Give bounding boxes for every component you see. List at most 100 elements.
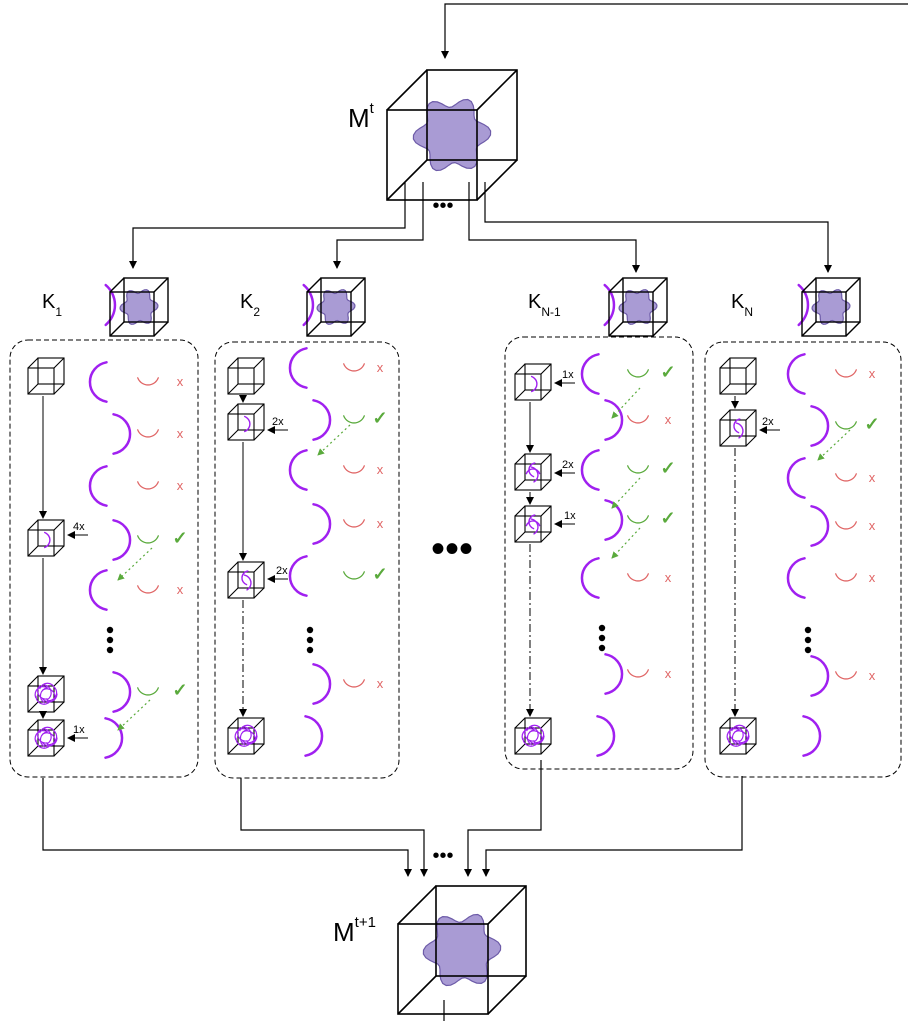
cube-edge <box>350 321 366 337</box>
arc-kernel-icon <box>137 481 159 490</box>
cube-front-face <box>801 291 847 337</box>
cube-edge <box>514 453 526 465</box>
arc-kernel-icon <box>525 520 541 527</box>
mult-label: 1x <box>564 510 576 522</box>
cube-edge <box>397 885 437 925</box>
ellipsis-dot <box>306 636 314 644</box>
cube-edge <box>27 701 39 713</box>
mult-label: 2x <box>272 416 284 428</box>
arc-kernel-icon <box>35 739 51 749</box>
kernel-sub: 1 <box>55 305 62 319</box>
arc-kernel-icon <box>596 715 616 757</box>
arc-kernel-icon <box>727 737 743 747</box>
cube-edge <box>227 429 239 441</box>
cube-icon <box>719 357 757 395</box>
ellipsis-dot <box>804 626 812 634</box>
cube-icon <box>306 277 366 337</box>
arc-kernel-icon <box>580 449 600 491</box>
ellipsis-dot <box>106 646 114 654</box>
cube-edge <box>386 69 428 111</box>
cube-edge <box>253 429 265 441</box>
arc-kernel-icon <box>88 361 108 403</box>
arc-kernel-icon <box>304 715 324 757</box>
cross-icon: x <box>665 412 672 427</box>
cube-back-face <box>435 885 527 977</box>
cube-edge <box>514 479 526 491</box>
ellipsis-dot <box>598 644 606 652</box>
blob-shape-icon <box>119 289 159 325</box>
arc-kernel-icon <box>137 687 159 696</box>
cube-icon <box>514 717 552 755</box>
ellipsis-dot <box>106 626 114 634</box>
cube-edge <box>386 159 428 201</box>
cross-icon: x <box>177 582 184 597</box>
ellipsis-dot <box>306 626 314 634</box>
cross-icon: x <box>377 676 384 691</box>
cube-front-face <box>719 367 747 395</box>
check-icon: ✓ <box>172 528 187 548</box>
cube-icon <box>109 277 169 337</box>
arc-kernel-icon <box>786 353 806 395</box>
cube-edge <box>53 675 65 687</box>
cube-edge <box>514 743 526 755</box>
cube-back-face <box>729 409 757 437</box>
cube-edge <box>540 505 552 517</box>
blob-shape-icon <box>422 913 502 987</box>
cube-icon <box>514 505 552 543</box>
ellipsis-dot <box>306 646 314 654</box>
cube-edge <box>801 277 817 293</box>
cube-edge <box>27 519 39 531</box>
cross-icon: x <box>377 462 384 477</box>
cube-back-face <box>237 403 265 431</box>
arc-kernel-icon <box>835 421 857 430</box>
arc-kernel-icon <box>627 465 649 474</box>
model-bottom-label: Mt+1 <box>333 914 376 947</box>
cube-back-face <box>237 357 265 385</box>
arc-kernel-icon <box>835 369 857 378</box>
arc-kernel-icon <box>603 283 616 327</box>
arc-kernel-icon <box>343 415 365 424</box>
cube-edge <box>801 321 817 337</box>
ellipsis-dot <box>598 634 606 642</box>
cube-back-face <box>524 363 552 391</box>
cube-icon <box>397 885 527 1015</box>
cube-edge <box>719 383 731 395</box>
mult-label: 2x <box>762 416 774 428</box>
cube-front-face <box>397 923 489 1015</box>
cube-edge <box>845 321 861 337</box>
arc-kernel-icon <box>88 465 108 507</box>
arc-kernel-icon <box>580 557 600 599</box>
cube-edge <box>397 975 437 1015</box>
cube-edge <box>227 403 239 415</box>
transfer-arrow <box>117 699 151 731</box>
cube-edge <box>514 531 526 543</box>
transfer-arrow <box>817 429 851 461</box>
arc-kernel-icon <box>738 729 750 744</box>
cube-back-face <box>320 277 366 323</box>
check-icon: ✓ <box>864 414 879 434</box>
arc-kernel-icon <box>44 684 52 701</box>
cube-edge <box>745 717 757 729</box>
cube-edge <box>745 383 757 395</box>
cross-icon: x <box>869 366 876 381</box>
cube-back-face <box>815 277 861 323</box>
transfer-arrow <box>611 477 641 509</box>
cube-front-face <box>27 367 55 395</box>
cube-edge <box>608 277 624 293</box>
arc-kernel-icon <box>312 663 332 705</box>
cube-icon <box>719 409 757 447</box>
check-icon: ✓ <box>372 408 387 428</box>
cube-edge <box>514 505 526 517</box>
cube-edge <box>27 383 39 395</box>
cube-icon <box>514 453 552 491</box>
arc-kernel-icon <box>44 728 52 745</box>
arc-kernel-icon <box>533 729 545 744</box>
cube-back-face <box>524 505 552 533</box>
kernel-sub: 2 <box>253 305 260 319</box>
arc-kernel-icon <box>35 695 51 705</box>
cube-edge <box>253 717 265 729</box>
cube-front-face <box>306 291 352 337</box>
arc-kernel-icon <box>810 405 830 447</box>
cube-edge <box>227 717 239 729</box>
